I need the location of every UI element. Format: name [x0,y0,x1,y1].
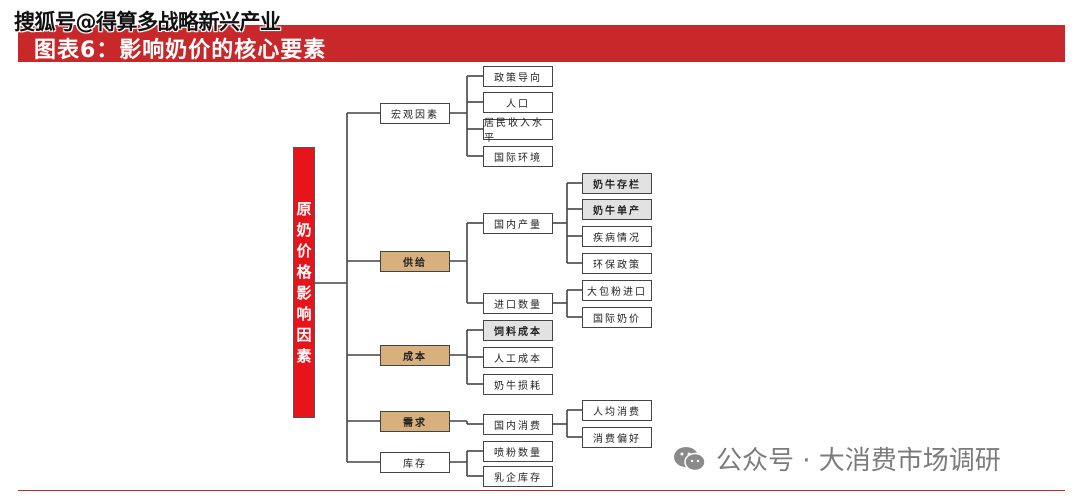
node-level2: 国内产量 [483,212,553,234]
root-char: 素 [296,346,312,365]
node-level2: 人口 [483,91,553,113]
node-level2: 喷粉数量 [483,440,553,462]
node-level3: 消费偏好 [582,426,652,448]
root-char: 格 [296,262,312,281]
node-level3: 疾病情况 [582,225,652,247]
title-bar [18,25,1065,62]
node-level2: 国内消费 [483,413,553,435]
root-char: 奶 [296,220,312,239]
bottom-divider [18,490,1065,491]
node-level3: 大包粉进口 [582,279,652,301]
watermark-bottom-text: 公众号 · 大消费市场调研 [716,446,1001,476]
node-level3: 人均消费 [582,399,652,421]
root-char: 原 [296,199,312,218]
root-char: 影 [296,283,312,302]
node-level1: 成本 [380,344,450,366]
node-level3: 奶牛单产 [582,198,652,220]
watermark-bottom: 公众号 · 大消费市场调研 [672,440,1001,477]
node-level2: 国际环境 [483,145,553,167]
node-level2: 奶牛损耗 [483,373,553,395]
node-level1: 需求 [380,410,450,432]
node-level3: 环保政策 [582,252,652,274]
node-level2: 人工成本 [483,346,553,368]
node-level2: 饲料成本 [483,319,553,341]
wechat-icon [674,446,706,471]
node-level2: 居民收入水平 [483,118,553,144]
root-node: 原 奶 价 格 影 响 因 素 [293,147,315,418]
root-char: 因 [296,325,312,344]
node-level1: 库存 [380,451,450,473]
node-level1: 宏观因素 [380,102,450,124]
chart-title: 图表6：影响奶价的核心要素 [34,38,327,63]
watermark-top: 搜狐号@得算多战略新兴产业 [14,10,281,34]
node-level2: 政策导向 [483,65,553,87]
node-level3: 国际奶价 [582,306,652,328]
node-level1: 供给 [380,250,450,272]
root-char: 价 [296,241,312,260]
node-level2: 进口数量 [483,292,553,314]
node-level2: 乳企库存 [483,465,553,487]
node-level3: 奶牛存栏 [582,172,652,194]
root-char: 响 [296,304,312,323]
